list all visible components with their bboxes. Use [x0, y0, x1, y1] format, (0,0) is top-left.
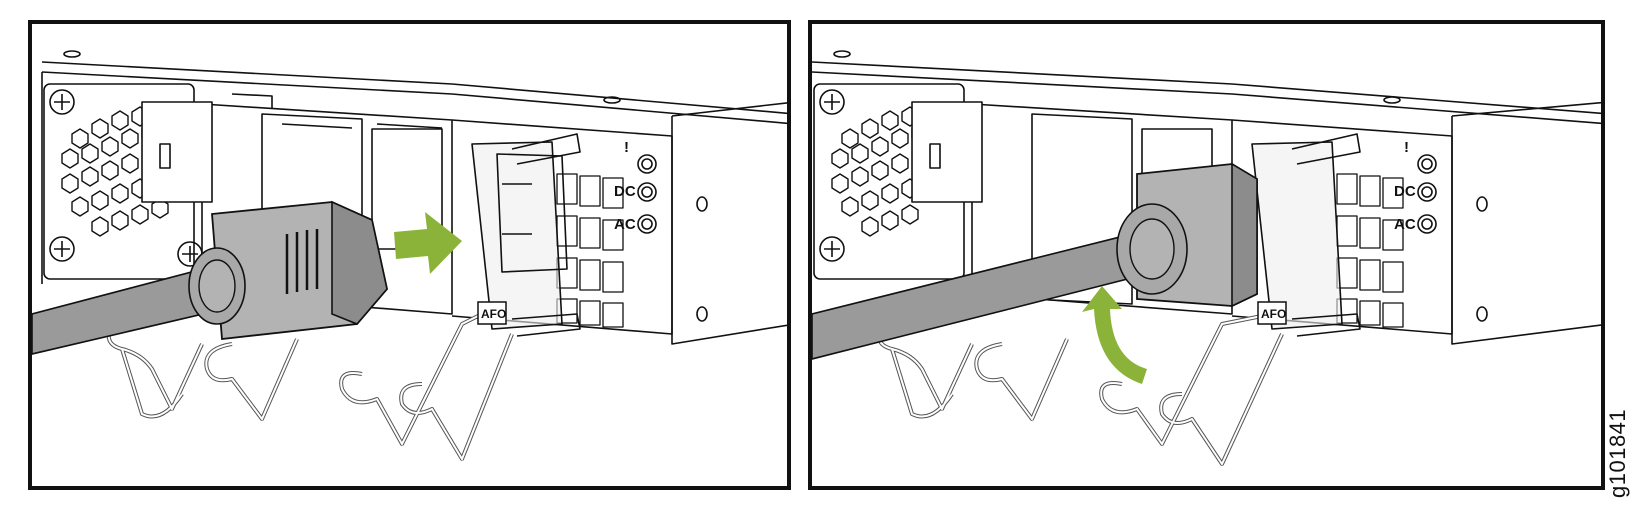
ac-led-label: AC — [614, 216, 636, 233]
step-2-lift-retainer-panel: ! DC AC AFO — [808, 20, 1605, 490]
arrow-right-icon — [394, 212, 462, 274]
dc-led-label: DC — [614, 183, 636, 200]
step-1-insert-plug-panel: ! DC AC AFO — [28, 20, 791, 490]
dc-led-label: DC — [1394, 183, 1416, 200]
figure-id: g101841 — [1605, 408, 1630, 498]
alarm-led-label: ! — [1404, 139, 1409, 156]
insert-plug-illustration: ! DC AC AFO — [32, 50, 787, 462]
lift-retainer-illustration: ! DC AC AFO — [812, 50, 1601, 467]
alarm-led-label: ! — [624, 139, 629, 156]
arrow-curved-up-icon — [1082, 286, 1147, 384]
afo-label: AFO — [1261, 307, 1286, 321]
afo-label: AFO — [481, 307, 506, 321]
ac-led-label: AC — [1394, 216, 1416, 233]
